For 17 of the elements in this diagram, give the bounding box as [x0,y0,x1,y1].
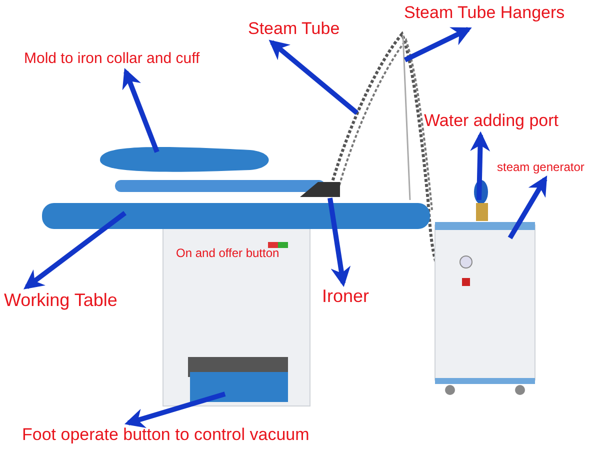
callout-label: Ironer [322,285,370,308]
leader-arrow [404,27,472,62]
leader-arrow [470,131,490,200]
leader-arrow [268,40,359,115]
callout-label: Steam Tube [248,18,340,40]
leader-arrow [328,198,351,287]
callout-label: Working Table [4,289,118,312]
callout-label: Mold to iron collar and cuff [24,50,200,69]
callout-label: Foot operate button to control vacuum [22,424,310,446]
callout-label: steam generator [497,160,584,175]
leader-arrow [508,176,548,240]
leader-arrow [124,392,226,428]
callout-label: Water adding port [424,110,558,132]
leader-arrow [23,211,126,290]
leader-arrow [122,68,160,153]
callout-label: On and offer button [176,246,280,261]
callout-label: Steam Tube Hangers [404,2,565,24]
